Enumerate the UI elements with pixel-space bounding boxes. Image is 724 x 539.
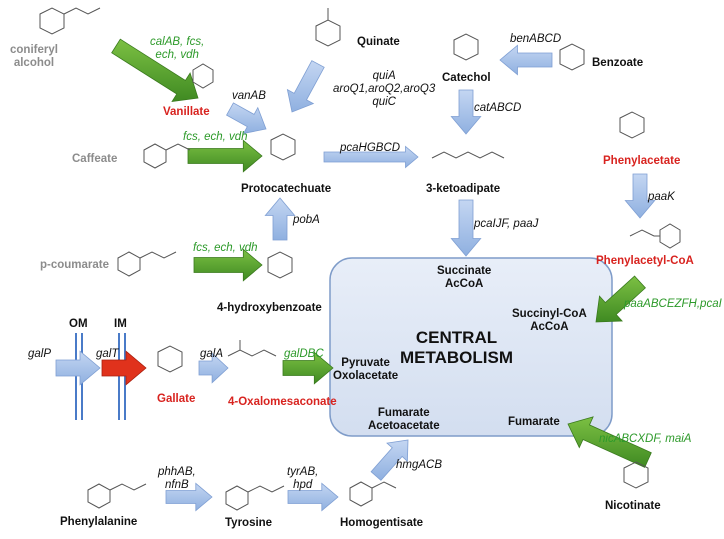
structure-vanillate — [192, 63, 214, 89]
central-metabolism-box — [329, 257, 613, 437]
structure-tyrosine — [225, 485, 285, 511]
gene-pcaIJF-paaJ: pcaIJF, paaJ — [474, 218, 539, 230]
arrow-oxalomesaconate-to-central — [282, 351, 334, 385]
gene-quiA-aroQ-quiC: quiA aroQ1,aroQ2,aroQ3 quiC — [333, 70, 436, 108]
arrow-phenylacetyl-to-central — [595, 275, 646, 323]
structure-coniferyl-alcohol — [39, 7, 101, 35]
compound-3-ketoadipate: 3-ketoadipate — [426, 183, 501, 195]
gene-galA: galA — [200, 348, 224, 360]
structure-nicotinate — [623, 461, 649, 489]
compound-protocatechuate: Protocatechuate — [241, 183, 332, 195]
compound-phenylacetyl-coa: Phenylacetyl-CoA — [596, 255, 694, 267]
gene-pcaHGBCD: pcaHGBCD — [340, 142, 401, 154]
compound-quinate: Quinate — [357, 36, 400, 48]
gene-fcs-ech-vdh-caffeate: fcs, ech, vdh — [183, 131, 248, 143]
arrow-caffeate-to-protocatechuate — [187, 139, 263, 173]
gene-galDBC: galDBC — [284, 348, 324, 360]
central-succinate-accoa: Succinate AcCoA — [437, 265, 492, 290]
central-fumarate-acetoacetate: Fumarate Acetoacetate — [368, 407, 440, 432]
gene-catABCD: catABCD — [474, 102, 522, 114]
arrow-gallate-to-oxalomesaconate — [198, 352, 229, 384]
compound-tyrosine: Tyrosine — [225, 517, 273, 529]
central-succinyl-coa-accoa: Succinyl-CoA AcCoA — [512, 308, 587, 333]
structure-phenylacetyl-coa — [629, 223, 681, 249]
gene-calAB: calAB, fcs, ech, vdh — [150, 36, 205, 61]
gene-fcs-ech-vdh-coumarate: fcs, ech, vdh — [193, 242, 258, 254]
arrow-coniferyl-to-vanillate — [111, 38, 199, 103]
structure-catechol — [453, 33, 479, 61]
compound-phenylacetate: Phenylacetate — [603, 155, 681, 167]
arrow-catechol-to-ketoadipate — [450, 89, 482, 135]
compound-p-coumarate: p-coumarate — [40, 259, 110, 271]
arrow-phenylacetate-to-phenylacetyl — [624, 173, 656, 219]
arrow-coumarate-to-hydroxybenzoate — [193, 248, 263, 282]
gene-nicABCXDF-maiA: nicABCXDF, maiA — [599, 433, 692, 445]
gene-galP: galP — [28, 348, 52, 360]
structure-caffeate — [143, 143, 191, 169]
gene-paaK: paaK — [648, 191, 675, 203]
gene-pobA: pobA — [293, 214, 320, 226]
structure-phenylacetate — [619, 111, 645, 139]
arrow-benzoate-to-catechol — [499, 44, 553, 76]
arrow-homogentisate-to-central — [370, 439, 409, 481]
structure-4-hydroxybenzoate — [267, 251, 293, 279]
arrow-vanillate-to-protocatechuate — [226, 102, 267, 134]
structure-protocatechuate — [270, 133, 296, 161]
label-outer-membrane: OM — [69, 318, 88, 330]
arrow-quinate-to-protocatechuate — [286, 60, 325, 113]
arrow-hydroxybenzoate-to-protocatechuate — [264, 197, 296, 241]
compound-caffeate: Caffeate — [72, 153, 118, 165]
arrow-phenylalanine-to-tyrosine — [165, 482, 213, 512]
arrow-galT-transport — [101, 350, 147, 386]
gene-galT: galT — [96, 348, 119, 360]
structure-quinate — [315, 8, 341, 47]
compound-catechol: Catechol — [442, 72, 491, 84]
arrow-protocatechuate-to-ketoadipate — [323, 145, 419, 169]
arrow-ketoadipate-to-central — [450, 199, 482, 257]
structure-gallate — [157, 345, 183, 373]
gene-phhAB-nfnB: phhAB, nfnB — [158, 466, 196, 491]
arrow-galP-transport — [55, 350, 101, 386]
gene-paaABCEZFH-pcaI: paaABCEZFH,pcaI — [624, 298, 722, 310]
structure-phenylalanine — [87, 483, 147, 509]
compound-vanillate: Vanillate — [163, 106, 210, 118]
inner-membrane — [118, 333, 126, 420]
structure-homogentisate — [349, 481, 397, 507]
compound-nicotinate: Nicotinate — [605, 500, 661, 512]
central-fumarate: Fumarate — [508, 416, 560, 428]
gene-tyrAB-hpd: tyrAB, hpd — [287, 466, 319, 491]
compound-homogentisate: Homogentisate — [340, 517, 424, 529]
compound-4-hydroxybenzoate: 4-hydroxybenzoate — [217, 302, 322, 314]
structure-3-ketoadipate — [431, 151, 505, 159]
structure-4-oxalomesaconate — [227, 340, 277, 357]
compound-gallate: Gallate — [157, 393, 196, 405]
compound-benzoate: Benzoate — [592, 57, 644, 69]
structure-p-coumarate — [117, 251, 177, 277]
structure-benzoate — [559, 43, 585, 71]
gene-vanAB: vanAB — [232, 90, 266, 102]
gene-hmgACB: hmgACB — [396, 459, 443, 471]
central-pyruvate-oxolacetate: Pyruvate Oxolacetate — [333, 357, 399, 382]
compound-phenylalanine: Phenylalanine — [60, 516, 138, 528]
label-inner-membrane: IM — [114, 318, 127, 330]
compound-coniferyl-alcohol: coniferyl alcohol — [10, 44, 58, 69]
central-metabolism-title: CENTRAL METABOLISM — [400, 328, 514, 367]
arrow-tyrosine-to-homogentisate — [287, 482, 339, 512]
compound-4-oxalomesaconate: 4-Oxalomesaconate — [228, 396, 337, 408]
gene-benABCD: benABCD — [510, 33, 562, 45]
